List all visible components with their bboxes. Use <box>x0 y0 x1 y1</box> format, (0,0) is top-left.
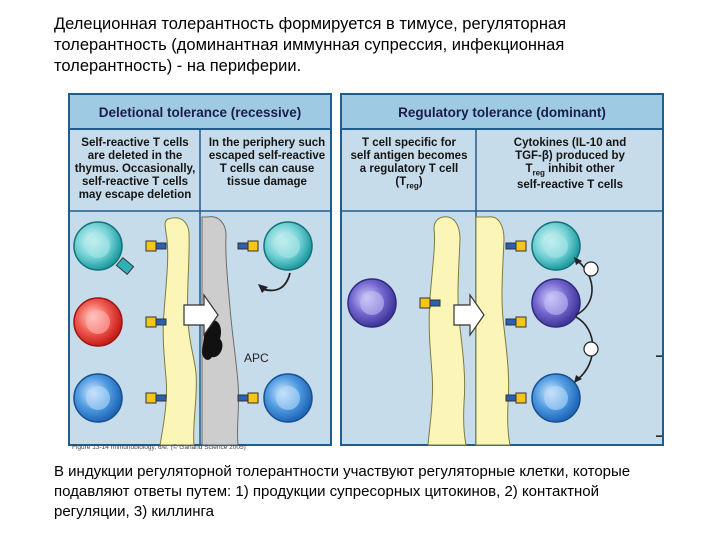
receptor-pairs <box>115 240 527 404</box>
attack-arrowhead <box>258 284 268 293</box>
caption-treg-sub: reg <box>406 181 419 191</box>
caption-periphery-prefix: In the periphery <box>208 137 296 149</box>
caption-cytokines: Cytokines (IL-10 and TGF-β) produced by … <box>480 137 660 192</box>
inhibit-head-upper <box>574 257 582 265</box>
inhibit-symbol-lower: − <box>655 429 663 443</box>
caption-cyto-line4: self-reactive T cells <box>516 179 624 192</box>
caption-cyto-line1: Cytokines (IL-10 and <box>513 137 627 149</box>
caption-treg: T cell specific for self antigen becomes… <box>344 137 474 192</box>
caption-treg-line3: a regulatory T cell <box>359 163 459 175</box>
treg-arrow <box>453 293 485 337</box>
t-cells <box>73 221 581 423</box>
inhibit-head-lower <box>574 375 582 383</box>
inhibit-circle-upper <box>583 261 599 277</box>
attack-arrow <box>261 272 291 292</box>
caption-cyto-t: T <box>525 163 533 175</box>
apc-label: APC <box>244 351 269 365</box>
inhibit-symbol-upper: − <box>655 349 663 363</box>
footer-text: В индукции регуляторной толерантности уч… <box>54 463 631 520</box>
caption-thymus: Self-reactive T cells are deleted in the… <box>74 137 196 201</box>
caption-periphery-rest: such escaped self-reactive T cells can c… <box>208 137 326 188</box>
figure-credit: Figure 13-14 Immunobiology, 6/e. (© Garl… <box>72 444 246 451</box>
tolerance-figure: Deletional tolerance (recessive) Regulat… <box>68 93 668 453</box>
treg-apc <box>427 216 467 446</box>
caption-periphery: In the periphery such escaped self-react… <box>204 137 330 189</box>
inhibit-circle-lower <box>583 341 599 357</box>
caption-cyto-sub: reg <box>532 168 545 178</box>
thymus-apc <box>159 217 197 446</box>
tolerance-diagram <box>68 93 664 446</box>
caption-treg-line2: self antigen becomes <box>350 150 468 162</box>
left-panel-title: Deletional tolerance (recessive) <box>98 104 302 120</box>
caption-cyto-line2: TGF-β) produced by <box>515 150 625 162</box>
escape-arrow <box>183 293 219 337</box>
inhibit-arc-upper <box>575 260 593 316</box>
caption-treg-t: T <box>399 176 407 188</box>
caption-treg-line1: T cell specific for <box>362 137 456 149</box>
inhibit-apc <box>475 216 511 446</box>
caption-cyto-line3: inhibit other <box>544 163 615 175</box>
right-panel-title: Regulatory tolerance (dominant) <box>398 104 606 120</box>
slide-heading: Делеционная толерантность формируется в … <box>54 15 567 75</box>
